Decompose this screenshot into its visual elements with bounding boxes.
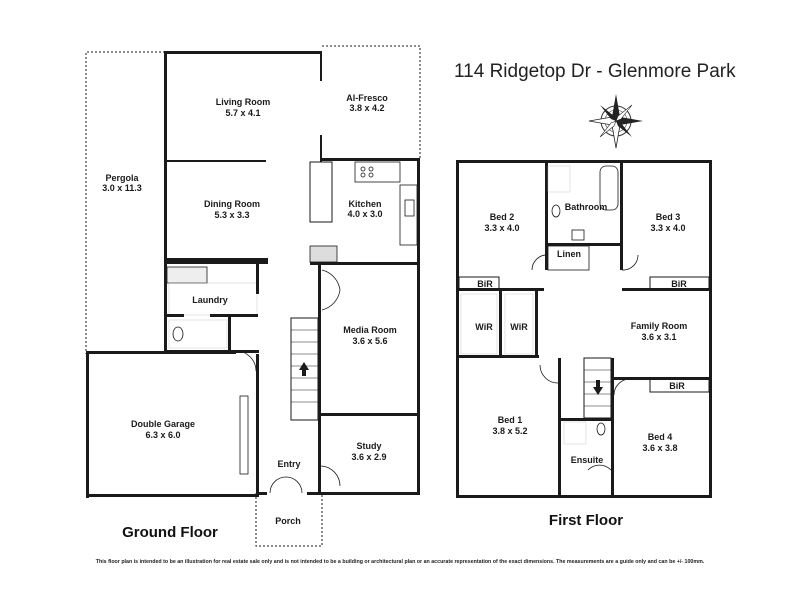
room-label-bir4: BiR [669, 381, 685, 391]
room-dims-garage: 6.3 x 6.0 [145, 430, 180, 440]
room-label-bir3: BiR [671, 279, 687, 289]
first-floor-plan [456, 160, 712, 498]
floor-title-first: First Floor [549, 512, 623, 529]
room-label-wir2: WiR [510, 322, 528, 332]
room-label-ensuite: Ensuite [571, 455, 604, 465]
page-title: 114 Ridgetop Dr - Glenmore Park [454, 61, 736, 82]
room-label-pergola: Pergola [105, 173, 139, 183]
room-label-bed3: Bed 3 [656, 212, 681, 222]
room-dims-bed2: 3.3 x 4.0 [484, 223, 519, 233]
room-label-bed2: Bed 2 [490, 212, 515, 222]
room-label-media: Media Room [343, 325, 397, 335]
room-dims-family: 3.6 x 3.1 [641, 332, 676, 342]
door-swing-icon [269, 476, 303, 494]
room-label-alfresco: Al-Fresco [346, 93, 388, 103]
room-dims-bed1: 3.8 x 5.2 [492, 426, 527, 436]
room-dims-alfresco: 3.8 x 4.2 [349, 103, 384, 113]
disclaimer-text: This floor plan is intended to be an ill… [96, 559, 705, 565]
room-dims-dining: 5.3 x 3.3 [214, 210, 249, 220]
room-label-entry: Entry [277, 459, 300, 469]
room-label-bathroom: Bathroom [565, 202, 608, 212]
room-label-garage: Double Garage [131, 419, 195, 429]
compass-rose-icon [588, 94, 643, 149]
room-label-family: Family Room [631, 321, 688, 331]
room-dims-bed3: 3.3 x 4.0 [650, 223, 685, 233]
room-label-kitchen: Kitchen [348, 199, 381, 209]
room-dims-living: 5.7 x 4.1 [225, 108, 260, 118]
room-dims-kitchen: 4.0 x 3.0 [347, 209, 382, 219]
room-label-porch: Porch [275, 516, 301, 526]
room-label-wir1: WiR [475, 322, 493, 332]
room-dims-media: 3.6 x 5.6 [352, 336, 387, 346]
stair-arrow-icon [299, 362, 309, 376]
room-label-study: Study [356, 441, 381, 451]
room-dims-bed4: 3.6 x 3.8 [642, 443, 677, 453]
room-dims-study: 3.6 x 2.9 [351, 452, 386, 462]
room-label-dining: Dining Room [204, 199, 260, 209]
floor-title-ground: Ground Floor [122, 524, 218, 541]
room-label-linen: Linen [557, 249, 581, 259]
room-label-bed1: Bed 1 [498, 415, 523, 425]
room-label-bir2: BiR [477, 279, 493, 289]
ground-floor-plan [85, 45, 421, 547]
room-dims-pergola: 3.0 x 11.3 [102, 183, 142, 193]
room-label-laundry: Laundry [192, 295, 228, 305]
room-label-living: Living Room [216, 97, 271, 107]
room-label-bed4: Bed 4 [648, 432, 673, 442]
